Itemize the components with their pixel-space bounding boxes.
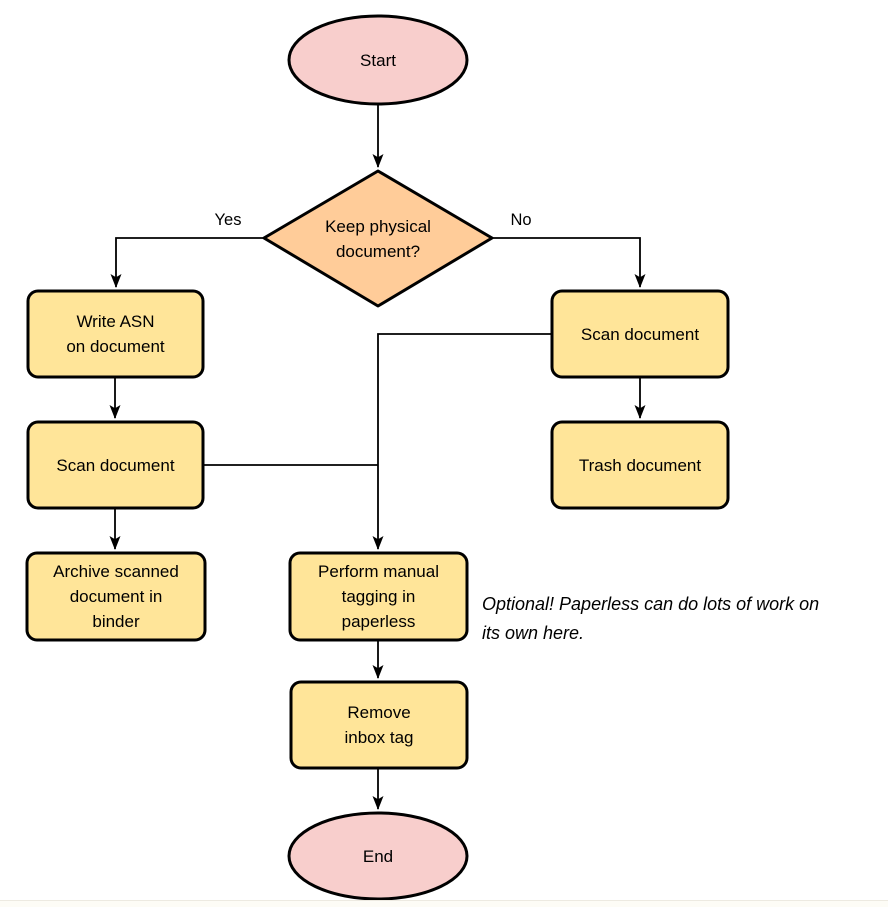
node-tagging-shape [288,551,469,642]
node-write-asn-shape [26,289,205,379]
node-end-shape [287,811,469,901]
page-bottom-divider [0,900,888,907]
edge-decision-no-to-scan-right [492,237,646,288]
node-decision-shape [262,169,494,308]
node-scan-right-shape [550,289,730,379]
edges-group [109,105,646,810]
node-start-shape [287,14,469,106]
node-trash-shape [550,420,730,510]
node-remove-inbox-shape [289,680,469,770]
edge-decision-yes-to-write-asn [110,237,264,288]
edge-scan-right-to-tagging [372,333,552,550]
node-archive-shape [25,551,207,642]
node-scan-left-shape [26,420,205,510]
